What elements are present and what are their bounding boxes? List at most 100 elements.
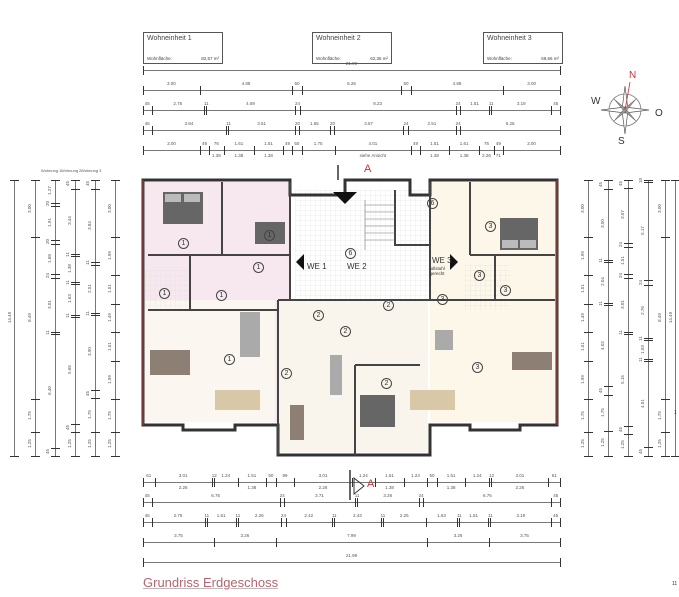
dimension-tick bbox=[299, 106, 301, 115]
dimension-tick bbox=[584, 180, 593, 181]
dimension-label: 3.94 bbox=[184, 121, 194, 126]
dimension-tick bbox=[51, 243, 60, 245]
dimension-tick bbox=[91, 262, 100, 264]
dimension-tick bbox=[644, 285, 653, 287]
unit-title: Wohneinheit 1 bbox=[147, 35, 192, 42]
dimension-tick bbox=[455, 126, 457, 135]
dimension-tick bbox=[479, 146, 481, 155]
dimension-tick bbox=[644, 181, 653, 183]
dimension-label: 2.42 bbox=[304, 513, 314, 518]
room-marker-unit3: 3 bbox=[500, 285, 511, 296]
dimension-tick bbox=[151, 518, 153, 527]
dimension-tick bbox=[51, 180, 60, 181]
dimension-tick bbox=[31, 237, 40, 239]
dimension-label: 3.00 bbox=[527, 141, 536, 146]
dimension-tick bbox=[604, 259, 613, 261]
dimension-tick bbox=[491, 478, 493, 487]
dimension-sublabel: 2.26 bbox=[318, 485, 328, 490]
dimension-tick bbox=[604, 303, 613, 305]
dimension-tick bbox=[624, 180, 633, 181]
room-marker-unit1: 1 bbox=[224, 354, 235, 365]
dimension-tick bbox=[490, 518, 492, 527]
dimension-tick bbox=[235, 518, 237, 527]
dimension-tick bbox=[279, 498, 281, 507]
dimension-tick bbox=[624, 273, 633, 275]
dimension-tick bbox=[51, 206, 60, 208]
dimension-tick bbox=[644, 337, 653, 339]
dimension-tick bbox=[560, 538, 561, 547]
dimension-tick bbox=[143, 518, 144, 527]
dimension-tick bbox=[560, 498, 561, 507]
dimension-tick bbox=[91, 456, 100, 457]
room-marker-common: 6 bbox=[427, 198, 438, 209]
dimension-label: 4.01 bbox=[368, 141, 378, 146]
dimension-label: 49 bbox=[284, 141, 290, 146]
dimension-tick bbox=[333, 126, 335, 135]
dimension-tick bbox=[488, 518, 490, 527]
dimension-tick bbox=[661, 237, 670, 239]
dimension-tick bbox=[91, 180, 100, 181]
dimension-tick bbox=[604, 386, 613, 388]
dimension-tick bbox=[211, 478, 213, 487]
dimension-tick bbox=[644, 359, 653, 361]
dimension-label: 20 bbox=[330, 121, 336, 126]
dimension-column: 14.49 bbox=[668, 180, 679, 457]
dimension-tick bbox=[143, 478, 144, 487]
dimension-tick bbox=[604, 180, 613, 181]
dimension-label: 50 bbox=[294, 141, 300, 146]
dimension-label: 3.51 bbox=[257, 121, 267, 126]
dimension-tick bbox=[204, 518, 206, 527]
dimension-label: 49 bbox=[413, 141, 419, 146]
unit-box-3: Wohneinheit 3 Wohnfläche: 69,66 m² bbox=[483, 32, 563, 64]
dimension-tick bbox=[584, 332, 593, 334]
dimension-tick bbox=[111, 303, 120, 305]
dimension-tick bbox=[624, 247, 633, 249]
dimension-tick bbox=[584, 237, 593, 239]
dimension-tick bbox=[111, 237, 120, 239]
dimension-tick bbox=[330, 126, 332, 135]
dimension-label: 3.00 bbox=[527, 81, 536, 86]
dimension-label: 2.25 bbox=[399, 513, 409, 518]
dimension-tick bbox=[71, 432, 80, 434]
dimension-tick bbox=[71, 423, 80, 425]
room-marker-unit3: 3 bbox=[485, 221, 496, 232]
dimension-label: 1.24 bbox=[472, 473, 482, 478]
dimension-sublabel: 2.26 bbox=[482, 153, 491, 158]
dimension-tick bbox=[644, 180, 653, 181]
dimension-label: 3.26 bbox=[383, 493, 393, 498]
dimension-tick bbox=[71, 283, 80, 285]
dimension-tick bbox=[403, 478, 405, 487]
dimension-label: 1.63 bbox=[437, 513, 446, 518]
dimension-tick bbox=[151, 106, 153, 115]
dimension-label: 3.75 bbox=[174, 533, 183, 538]
dimension-tick bbox=[294, 478, 296, 487]
compass-east: O bbox=[655, 108, 663, 119]
room-marker-unit2: 2 bbox=[381, 378, 392, 389]
dimension-label: 21.99 bbox=[345, 61, 358, 66]
dimension-sublabel: 71 bbox=[495, 153, 501, 158]
dimension-tick bbox=[448, 146, 450, 155]
dimension-tick bbox=[143, 558, 144, 567]
dimension-tick bbox=[334, 518, 336, 527]
dimension-tick bbox=[455, 106, 457, 115]
dimension-label: 76 bbox=[213, 141, 219, 146]
dimension-tick bbox=[560, 86, 561, 95]
room-marker-unit2: 2 bbox=[340, 326, 351, 337]
dimension-sublabel: 1.38 bbox=[459, 153, 469, 158]
dimension-tick bbox=[31, 456, 40, 457]
dimension-tick bbox=[282, 146, 284, 155]
dimension-tick bbox=[71, 316, 80, 318]
dimension-sublabel: 2.26 bbox=[515, 485, 525, 490]
room-marker-unit1: 1 bbox=[264, 230, 275, 241]
side-number: 1 bbox=[674, 410, 677, 416]
room-marker-unit1: 1 bbox=[178, 238, 189, 249]
dimension-tick bbox=[205, 106, 207, 115]
dimension-tick bbox=[143, 146, 144, 155]
dimension-tick bbox=[644, 361, 653, 363]
dimension-sublabel: 1.38 bbox=[385, 485, 394, 490]
